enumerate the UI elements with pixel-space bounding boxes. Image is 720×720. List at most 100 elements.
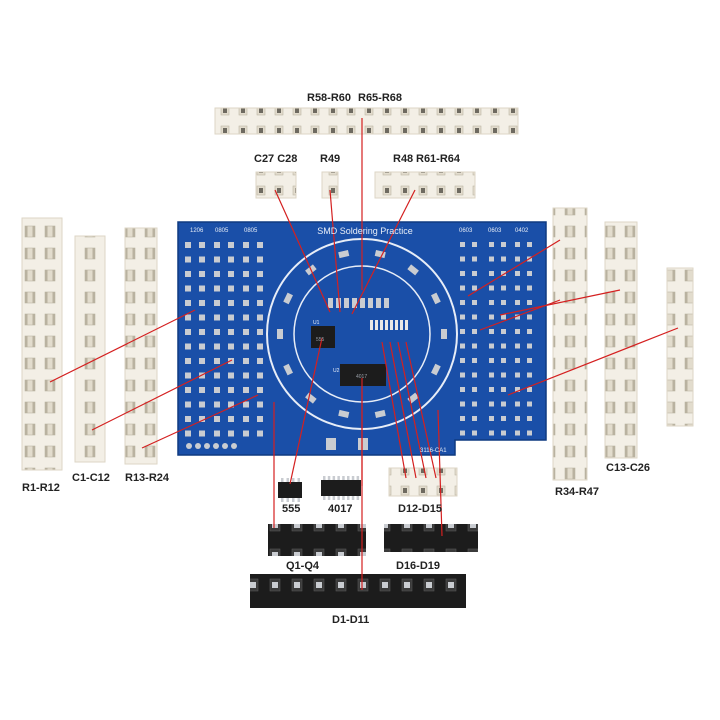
tape-d1-d11 xyxy=(250,574,466,608)
pcb-pad xyxy=(489,242,494,247)
label-d12-d15: D12-D15 xyxy=(398,503,443,515)
label-r13-r24: R13-R24 xyxy=(125,472,170,484)
pcb-pad xyxy=(460,387,465,392)
pcb-pad xyxy=(460,271,465,276)
pcb-pad xyxy=(472,271,477,276)
pcb-pad xyxy=(472,329,477,334)
pcb-pad xyxy=(460,256,465,262)
pcb-pad xyxy=(472,242,477,247)
pcb-size-0805-a: 0805 xyxy=(215,228,229,234)
pcb-pad xyxy=(489,372,494,378)
chip-pin xyxy=(281,478,284,482)
pcb-pad xyxy=(515,401,520,407)
ic-4017-mark: 4017 xyxy=(356,374,367,380)
pcb-pad xyxy=(214,314,220,321)
pcb-pad xyxy=(501,300,506,305)
pcb-pad xyxy=(257,329,263,335)
pcb-pad xyxy=(501,256,506,262)
pcb-pad xyxy=(527,300,532,305)
pcb-pad xyxy=(228,416,234,422)
center-pad xyxy=(344,298,349,308)
pcb-pad xyxy=(472,358,477,363)
chip-pin xyxy=(342,476,345,480)
pcb-pad xyxy=(214,329,220,335)
pcb-pad xyxy=(214,372,220,379)
pcb-size-0603-a: 0603 xyxy=(459,228,473,234)
pcb-u1: U1 xyxy=(313,320,320,326)
pcb-pad xyxy=(489,387,494,392)
pcb-pad xyxy=(527,314,532,320)
pcb-pad xyxy=(501,401,506,407)
pcb-pad xyxy=(460,285,465,291)
pcb-pad xyxy=(243,314,249,321)
pcb-pad xyxy=(214,401,220,408)
chip-555 xyxy=(278,478,302,502)
pcb-pad xyxy=(472,372,477,378)
pcb-pad xyxy=(515,314,520,320)
pcb-pad xyxy=(489,358,494,363)
pcb-pad xyxy=(199,343,205,350)
pcb-pad xyxy=(489,416,494,421)
chip-pin xyxy=(356,476,360,480)
pcb-pad xyxy=(214,358,220,364)
pcb-pad xyxy=(527,358,532,363)
pcb-pad xyxy=(199,256,205,263)
label-r61-r64: R61-R64 xyxy=(416,153,461,165)
pcb-pad xyxy=(257,387,263,393)
pcb-pad xyxy=(460,372,465,378)
pcb-pad xyxy=(214,285,220,292)
center-pad xyxy=(368,298,373,308)
pcb-pad xyxy=(199,242,205,248)
pcb-pad xyxy=(257,314,263,321)
pcb-pad xyxy=(460,401,465,407)
pcb-size-0603-b: 0603 xyxy=(488,228,502,234)
pcb-pad xyxy=(228,430,234,437)
pcb-pad xyxy=(199,300,205,306)
pcb-pad xyxy=(214,242,220,248)
pcb-pad xyxy=(515,285,520,291)
pcb-pad xyxy=(243,271,249,277)
pcb-pad xyxy=(228,343,234,350)
pcb-pad xyxy=(185,358,191,364)
tape-c27-c28 xyxy=(255,171,297,199)
ring-led-pad xyxy=(283,292,293,305)
pcb-pad xyxy=(527,387,532,392)
pcb-pad xyxy=(257,343,263,350)
pcb-pad xyxy=(243,387,249,393)
center-pad xyxy=(352,298,357,308)
tape-r58-r68 xyxy=(214,107,519,135)
pcb-pad xyxy=(185,300,191,306)
pcb-pad xyxy=(228,300,234,306)
center-pad xyxy=(385,320,388,330)
pcb-pad xyxy=(228,314,234,321)
pcb-pad xyxy=(214,343,220,350)
pcb-pad xyxy=(472,430,477,436)
pcb-pad xyxy=(527,271,532,276)
ring-led-pad xyxy=(431,292,441,305)
pcb-u2: U2 xyxy=(333,368,340,374)
ring-led-pad xyxy=(338,409,350,418)
pcb-pad xyxy=(515,358,520,363)
label-4017: 4017 xyxy=(328,503,353,515)
pcb-pad xyxy=(527,401,532,407)
pcb-board xyxy=(177,221,547,456)
pcb-pad xyxy=(214,416,220,422)
label-r34-r47: R34-R47 xyxy=(555,486,600,498)
pcb-pad xyxy=(243,329,249,335)
pcb-pad xyxy=(501,387,506,392)
pcb-pad xyxy=(228,285,234,292)
pcb-pad xyxy=(489,285,494,291)
pcb-pad xyxy=(515,430,520,436)
ring-led-pad xyxy=(305,392,317,404)
pcb-pad xyxy=(228,372,234,379)
pcb-pad xyxy=(199,401,205,408)
pcb-pad xyxy=(257,430,263,437)
pcb-pad xyxy=(199,430,205,437)
pcb-pad xyxy=(472,387,477,392)
pcb-pad xyxy=(243,242,249,248)
center-pad xyxy=(405,320,408,330)
center-pad xyxy=(375,320,378,330)
chip-pin xyxy=(292,498,295,502)
